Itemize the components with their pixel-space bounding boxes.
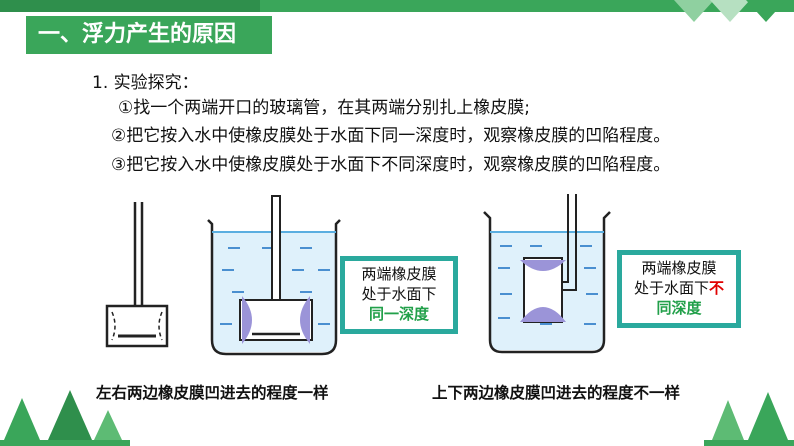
step-3: ③把它按入水中使橡皮膜处于水面下不同深度时，观察橡皮膜的凹陷程度。 [111, 155, 671, 175]
section-title: 一、浮力产生的原因 [26, 16, 272, 54]
label-same-depth-inner: 两端橡皮膜 处于水面下 同一深度 [345, 261, 453, 329]
beaker-same-depth [207, 195, 341, 356]
beaker-different-depth [483, 194, 611, 354]
label-diff-line1: 两端橡皮膜 [641, 259, 717, 277]
label-same-depth: 两端橡皮膜 处于水面下 同一深度 [340, 256, 458, 334]
label-diff-line2: 处于水面下 [633, 279, 709, 297]
step-2: ②把它按入水中使橡皮膜处于水面下同一深度时，观察橡皮膜的凹陷程度。 [111, 126, 671, 146]
experiment-figure [105, 194, 611, 356]
label-same-line1: 两端橡皮膜 [361, 265, 437, 283]
caption-left: 左右两边橡皮膜凹进去的程度一样 [96, 384, 329, 402]
step-1: ①找一个两端开口的玻璃管，在其两端分别扎上橡皮膜; [118, 98, 530, 118]
label-different-depth-inner: 两端橡皮膜 处于水面下不 同深度 [622, 255, 736, 323]
triangle-decoration [674, 0, 786, 22]
top-bar-shade [0, 0, 260, 12]
label-same-emph: 同一深度 [368, 305, 429, 323]
tree-decoration-right [704, 392, 794, 446]
top-bar [0, 0, 794, 12]
label-diff-emph-a: 不 [709, 279, 725, 297]
label-diff-emph-b: 同深度 [656, 299, 702, 317]
step-heading: 1. 实验探究： [92, 73, 199, 93]
caption-right: 上下两边橡皮膜凹进去的程度不一样 [432, 384, 681, 402]
label-different-depth: 两端橡皮膜 处于水面下不 同深度 [617, 250, 741, 328]
tree-decoration-left [0, 390, 130, 446]
label-same-line2: 处于水面下 [361, 285, 437, 303]
label-diff-line2-wrap: 处于水面下不 [622, 278, 736, 298]
glass-tube-illustration [105, 202, 169, 348]
